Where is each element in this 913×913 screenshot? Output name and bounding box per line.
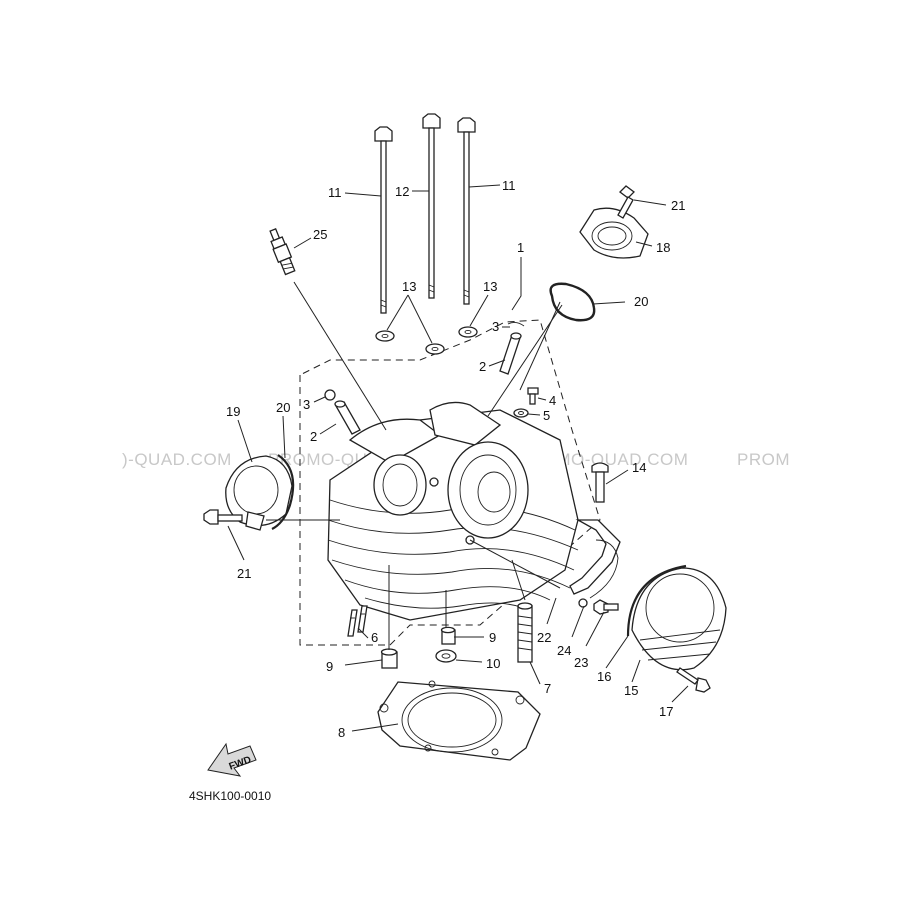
callout-22: 22: [537, 630, 551, 645]
callout-10: 10: [486, 656, 500, 671]
callout-2-upper: 2: [479, 359, 486, 374]
callout-21-top: 21: [671, 198, 685, 213]
cover-18: [579, 207, 649, 259]
o-ring-20-left: [271, 454, 295, 530]
valve-guide-upper: [499, 332, 522, 375]
bolt-23: [593, 599, 619, 615]
stud-7: [517, 602, 533, 663]
callout-20-right: 20: [634, 294, 648, 309]
watermark-right-text: PROM: [737, 450, 790, 469]
callout-3-left: 3: [303, 397, 310, 412]
dowel-3-left: [324, 389, 336, 401]
callout-1: 1: [517, 240, 524, 255]
callout-17: 17: [659, 704, 673, 719]
callout-15: 15: [624, 683, 638, 698]
callout-23: 23: [574, 655, 588, 670]
callout-19: 19: [226, 404, 240, 419]
washer-24: [578, 598, 588, 608]
cover-15: [631, 567, 727, 671]
bolt-21-left: [203, 509, 243, 525]
bracket-22: [569, 519, 621, 595]
head-bolt-11-right: [457, 117, 476, 305]
callout-21-left: 21: [237, 566, 251, 581]
clip-5: [513, 408, 529, 418]
callout-9-right: 9: [489, 630, 496, 645]
callout-3-upper: 3: [492, 319, 499, 334]
assembly-boundary: [299, 319, 601, 646]
leader-lines: [227, 184, 689, 732]
callout-labels: 1 2 2 3 3 4 5 6 7 8 9 9 10 11 11 12 13 1…: [226, 178, 685, 740]
bolt-21-right: [617, 185, 635, 219]
callout-12: 12: [395, 184, 409, 199]
callout-13-right: 13: [483, 279, 497, 294]
callout-11-right: 11: [502, 178, 516, 193]
washer-13: [375, 326, 478, 355]
side-cover-19: [225, 455, 293, 531]
callout-20-left: 20: [276, 400, 290, 415]
callout-4: 4: [549, 393, 556, 408]
valve-guide-left: [334, 400, 361, 435]
callout-13-left: 13: [402, 279, 416, 294]
watermark-left-text: )-QUAD.COM: [122, 450, 232, 469]
callout-9-left: 9: [326, 659, 333, 674]
callout-16: 16: [597, 669, 611, 684]
callout-7: 7: [544, 681, 551, 696]
callout-25: 25: [313, 227, 327, 242]
bolt-14: [591, 462, 609, 503]
dowel-pins-6: [347, 605, 368, 637]
dowel-9-left: [380, 648, 398, 669]
callout-24: 24: [557, 643, 571, 658]
o-ring-20-right: [549, 282, 596, 322]
head-gasket-8: [377, 680, 541, 761]
fwd-arrow: FWD: [207, 742, 257, 777]
gasket-24: [589, 539, 619, 599]
bolt-4: [527, 387, 539, 405]
callout-5: 5: [543, 408, 550, 423]
head-bolt-11-left: [374, 126, 393, 314]
callout-18: 18: [656, 240, 670, 255]
circlip-3-upper: [507, 321, 525, 327]
callout-6: 6: [371, 630, 378, 645]
bolt-17: [676, 667, 711, 693]
callout-2-left: 2: [310, 429, 317, 444]
head-bolt-12: [422, 113, 441, 299]
cylinder-head: [327, 401, 579, 621]
callout-8: 8: [338, 725, 345, 740]
dowel-9-right: [440, 626, 456, 645]
callout-11-left: 11: [328, 185, 342, 200]
spark-plug: [269, 227, 296, 276]
washer-10: [435, 649, 457, 663]
callout-14: 14: [632, 460, 646, 475]
gasket-16: [626, 564, 687, 637]
diagram-code: 4SHK100-0010: [189, 789, 271, 803]
